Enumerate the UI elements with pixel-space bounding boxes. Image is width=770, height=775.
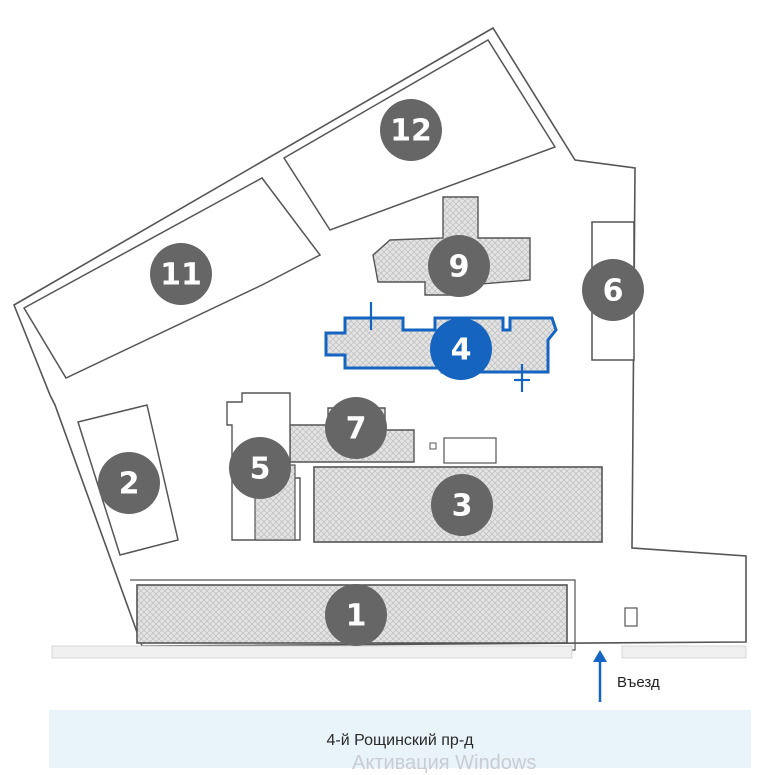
svg-text:11: 11 <box>160 258 202 293</box>
building-marker-3[interactable]: 3 <box>431 474 493 536</box>
svg-text:1: 1 <box>346 599 367 634</box>
svg-text:3: 3 <box>452 489 473 524</box>
svg-text:6: 6 <box>603 274 624 309</box>
windows-activation-watermark: Активация Windows <box>352 752 537 774</box>
svg-text:7: 7 <box>346 412 367 447</box>
building-marker-9[interactable]: 9 <box>428 235 490 297</box>
building-marker-1[interactable]: 1 <box>325 584 387 646</box>
street-name: 4-й Рощинский пр-д <box>326 732 474 749</box>
street-bar: 4-й Рощинский пр-д <box>49 710 751 768</box>
svg-text:2: 2 <box>119 467 140 502</box>
building-marker-12[interactable]: 12 <box>380 99 442 161</box>
entry-arrow-icon <box>593 650 607 702</box>
building-marker-4[interactable]: 4 <box>430 318 492 380</box>
svg-text:4: 4 <box>451 333 472 368</box>
building-marker-5[interactable]: 5 <box>229 437 291 499</box>
building-marker-7[interactable]: 7 <box>325 397 387 459</box>
entry-label: Въезд <box>617 674 660 691</box>
svg-text:5: 5 <box>250 452 271 487</box>
svg-text:9: 9 <box>449 250 470 285</box>
building-marker-6[interactable]: 6 <box>582 259 644 321</box>
svg-text:12: 12 <box>390 114 432 149</box>
building-marker-2[interactable]: 2 <box>98 452 160 514</box>
building-marker-11[interactable]: 11 <box>150 243 212 305</box>
